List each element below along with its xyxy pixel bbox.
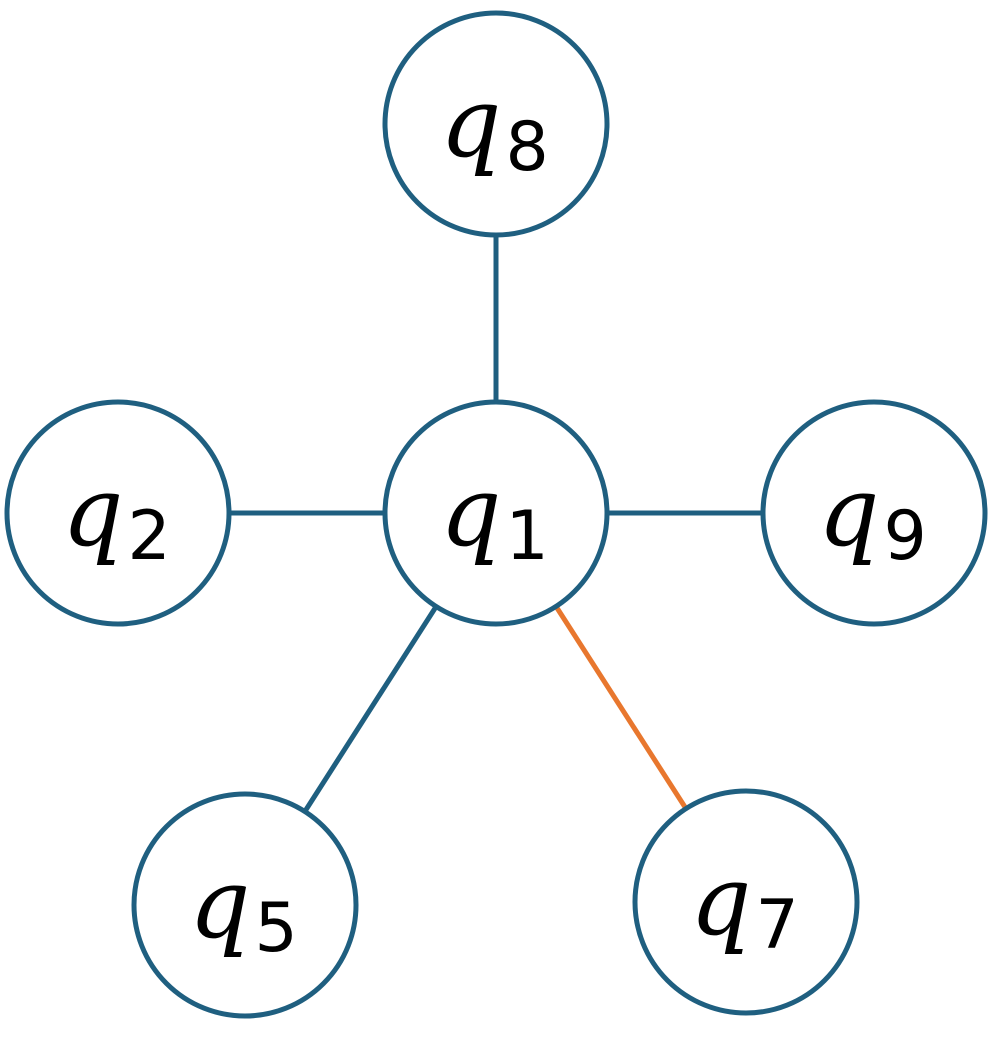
node-label-q5: q5 [189,848,298,968]
node-subscript-q9: 9 [883,497,926,576]
node-circle-q8 [382,10,610,238]
node-variable-q8: q [440,67,501,179]
node-label-q2: q2 [62,456,171,576]
node-label-q8: q8 [440,67,549,187]
node-circle-q9 [760,399,988,627]
node-q1: q1 [382,399,610,627]
node-variable-q9: q [818,456,879,568]
node-circle-q5 [131,791,359,1019]
node-circle-q2 [4,399,232,627]
node-q5: q5 [131,791,359,1019]
node-variable-q2: q [62,456,123,568]
node-subscript-q8: 8 [505,108,548,187]
node-q2: q2 [4,399,232,627]
node-label-q9: q9 [818,456,927,576]
node-circle-q7 [632,788,860,1016]
node-label-q1: q1 [440,456,549,576]
node-subscript-q2: 2 [127,497,170,576]
node-variable-q7: q [690,845,751,957]
node-variable-q5: q [189,848,250,960]
node-subscript-q1: 1 [505,497,548,576]
node-variable-q1: q [440,456,501,568]
node-q8: q8 [382,10,610,238]
node-label-q7: q7 [690,845,799,965]
edge-q1-q7-highlighted [553,605,689,810]
node-subscript-q5: 5 [254,889,297,968]
node-q9: q9 [760,399,988,627]
edge-q1-q5 [302,605,439,813]
node-subscript-q7: 7 [755,886,798,965]
node-circle-q1 [382,399,610,627]
edges-layer [229,235,763,813]
node-q7: q7 [632,788,860,1016]
